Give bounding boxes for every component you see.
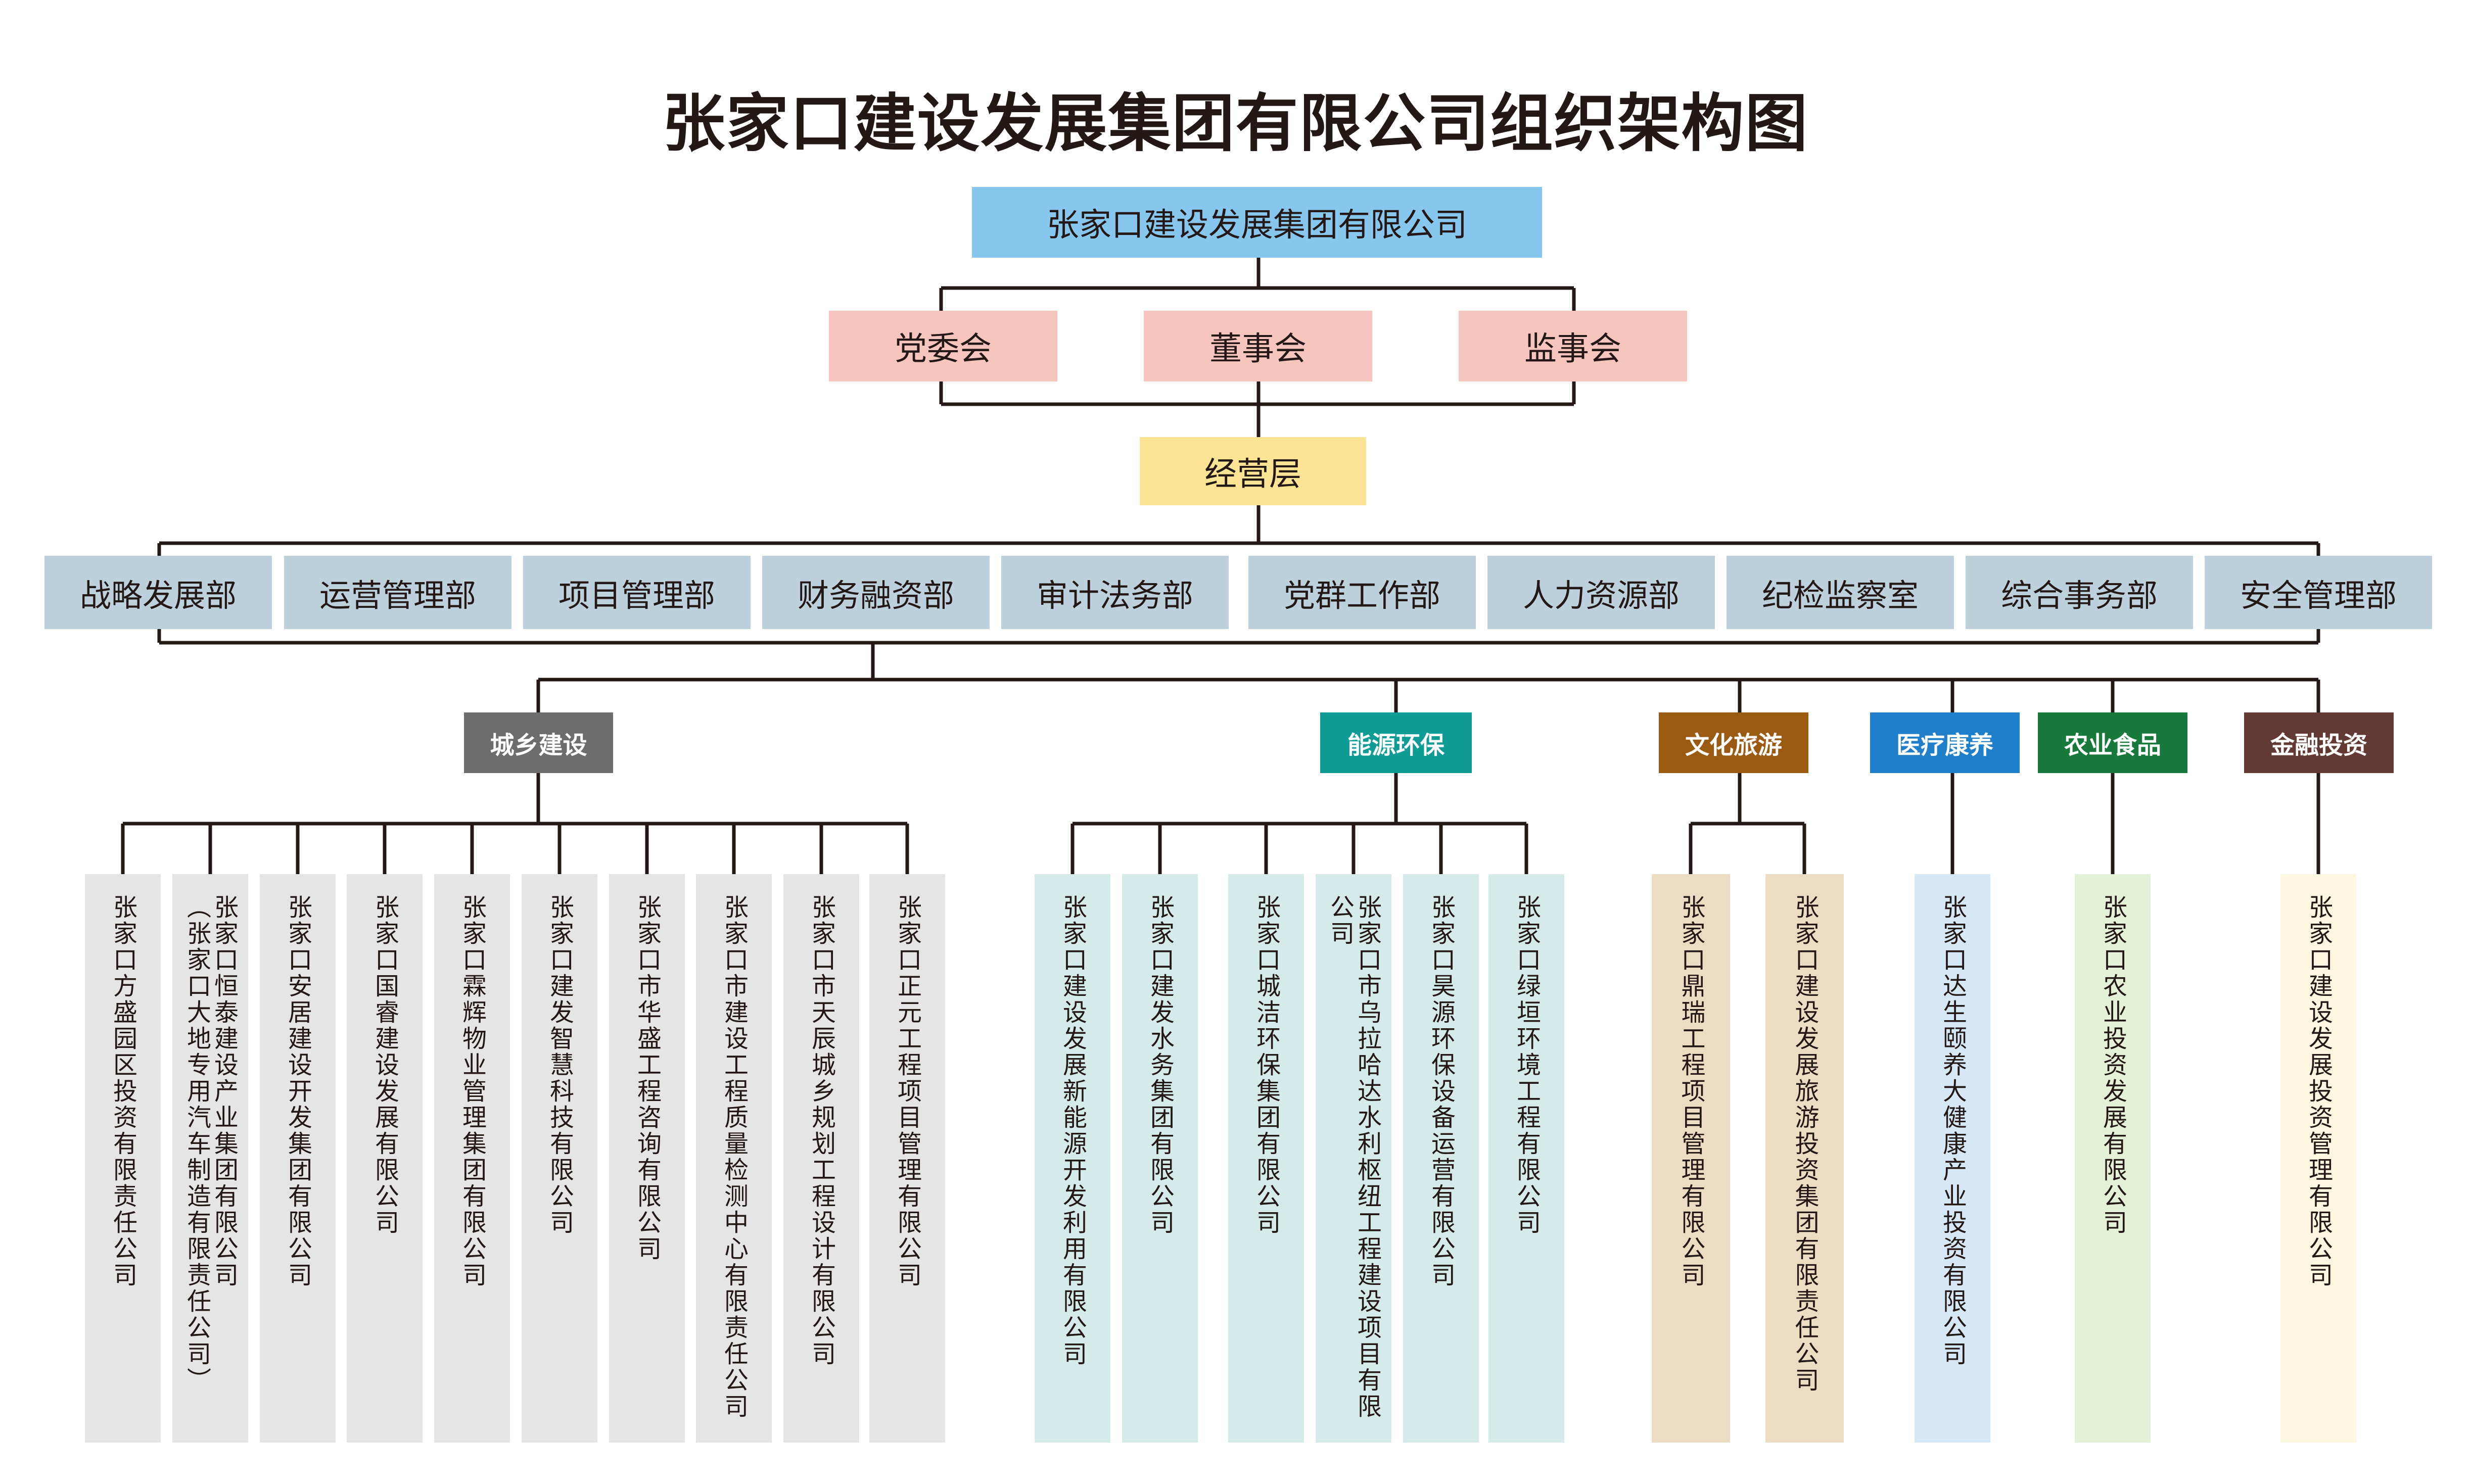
sector-finance-investment: 金融投资	[2244, 712, 2394, 773]
dept-party-affairs: 党群工作部	[1248, 556, 1476, 629]
company-lvyuan-environment: 张家口绿垣环境工程有限公司	[1488, 874, 1564, 1443]
sector-culture-tourism: 文化旅游	[1659, 712, 1808, 773]
company-name: 张家口建发智慧科技有限公司	[545, 894, 574, 1236]
company-linhui-property: 张家口霖辉物业管理集团有限公司	[434, 874, 510, 1443]
company-name: 张家口达生颐养大健康产业投资有限公司	[1938, 894, 1967, 1367]
company-agriculture-investment: 张家口农业投资发展有限公司	[2075, 874, 2151, 1443]
company-name: 张家口市华盛工程咨询有限公司	[633, 894, 661, 1262]
company-investment-management: 张家口建设发展投资管理有限公司	[2280, 874, 2356, 1443]
company-name: 张家口市天辰城乡规划工程设计有限公司	[807, 894, 835, 1367]
management-layer: 经营层	[1140, 437, 1366, 505]
company-name: 张家口鼎瑞工程项目管理有限公司	[1676, 894, 1705, 1288]
dept-strategy: 战略发展部	[44, 556, 272, 629]
company-name: 张家口方盛园区投资有限责任公司	[109, 894, 137, 1288]
company-name: 张家口建发水务集团有限公司	[1146, 894, 1174, 1236]
company-subname: （张家口大地专用汽车制造有限责任公司）	[182, 894, 211, 1394]
company-name: 张家口正元工程项目管理有限公司	[893, 894, 921, 1288]
company-huasheng-consulting: 张家口市华盛工程咨询有限公司	[609, 874, 685, 1443]
dept-discipline: 纪检监察室	[1727, 556, 1954, 629]
root-company: 张家口建设发展集团有限公司	[972, 187, 1542, 258]
company-name: 张家口建设发展投资管理有限公司	[2304, 894, 2333, 1288]
company-wulahada-water-project: 张家口市乌拉哈达水利枢纽工程建设项目有限公司	[1316, 874, 1391, 1443]
company-name: 张家口城洁环保集团有限公司	[1252, 894, 1280, 1236]
company-name: 张家口国睿建设发展有限公司	[370, 894, 399, 1236]
dept-safety: 安全管理部	[2205, 556, 2432, 629]
company-name: 张家口昊源环保设备运营有限公司	[1427, 894, 1455, 1288]
company-name: 张家口建设发展旅游投资集团有限责任公司	[1790, 894, 1819, 1394]
company-name: 张家口建设发展新能源开发利用有限公司	[1058, 894, 1087, 1367]
gov-supervisory-board: 监事会	[1459, 311, 1687, 381]
company-name: 张家口农业投资发展有限公司	[2099, 894, 2127, 1236]
dept-audit-legal: 审计法务部	[1001, 556, 1229, 629]
company-tianchen-planning: 张家口市天辰城乡规划工程设计有限公司	[783, 874, 859, 1443]
dept-finance: 财务融资部	[762, 556, 990, 629]
company-name: 张家口绿垣环境工程有限公司	[1512, 894, 1541, 1236]
sector-energy-environment: 能源环保	[1320, 712, 1472, 773]
company-name: 张家口市乌拉哈达水利枢纽工程建设项目有限公司	[1326, 894, 1381, 1420]
company-new-energy: 张家口建设发展新能源开发利用有限公司	[1035, 874, 1110, 1443]
sector-healthcare: 医疗康养	[1870, 712, 2020, 773]
dept-hr: 人力资源部	[1487, 556, 1715, 629]
company-name: 张家口霖辉物业管理集团有限公司	[458, 894, 486, 1288]
gov-party-committee: 党委会	[829, 311, 1057, 381]
sector-agriculture-food: 农业食品	[2038, 712, 2187, 773]
company-fangsheng-park: 张家口方盛园区投资有限责任公司	[85, 874, 161, 1443]
company-name: 张家口市建设工程质量检测中心有限责任公司	[720, 894, 748, 1420]
gov-board-of-directors: 董事会	[1144, 311, 1372, 381]
company-haoyuan-equipment: 张家口昊源环保设备运营有限公司	[1403, 874, 1479, 1443]
company-guorui-construction: 张家口国睿建设发展有限公司	[347, 874, 423, 1443]
dept-projects: 项目管理部	[523, 556, 751, 629]
dept-general-affairs: 综合事务部	[1966, 556, 2193, 629]
company-name: 张家口安居建设开发集团有限公司	[284, 894, 312, 1288]
company-jianfa-smart-tech: 张家口建发智慧科技有限公司	[522, 874, 597, 1443]
dept-operations: 运营管理部	[284, 556, 511, 629]
sector-urban-rural-construction: 城乡建设	[464, 712, 613, 773]
company-dingrui-project: 张家口鼎瑞工程项目管理有限公司	[1652, 874, 1730, 1443]
company-dasheng-health: 张家口达生颐养大健康产业投资有限公司	[1915, 874, 1990, 1443]
company-quality-inspection-center: 张家口市建设工程质量检测中心有限责任公司	[696, 874, 772, 1443]
company-zhengyuan-project: 张家口正元工程项目管理有限公司	[869, 874, 945, 1443]
company-name: 张家口恒泰建设产业集团有限公司	[210, 894, 238, 1288]
company-jianfa-water: 张家口建发水务集团有限公司	[1122, 874, 1198, 1443]
company-hengtai-construction: 张家口恒泰建设产业集团有限公司 （张家口大地专用汽车制造有限责任公司）	[172, 874, 248, 1443]
company-chengjie-environment: 张家口城洁环保集团有限公司	[1228, 874, 1304, 1443]
company-tourism-investment: 张家口建设发展旅游投资集团有限责任公司	[1765, 874, 1844, 1443]
company-anju-construction: 张家口安居建设开发集团有限公司	[260, 874, 336, 1443]
chart-title: 张家口建设发展集团有限公司组织架构图	[662, 87, 1809, 160]
